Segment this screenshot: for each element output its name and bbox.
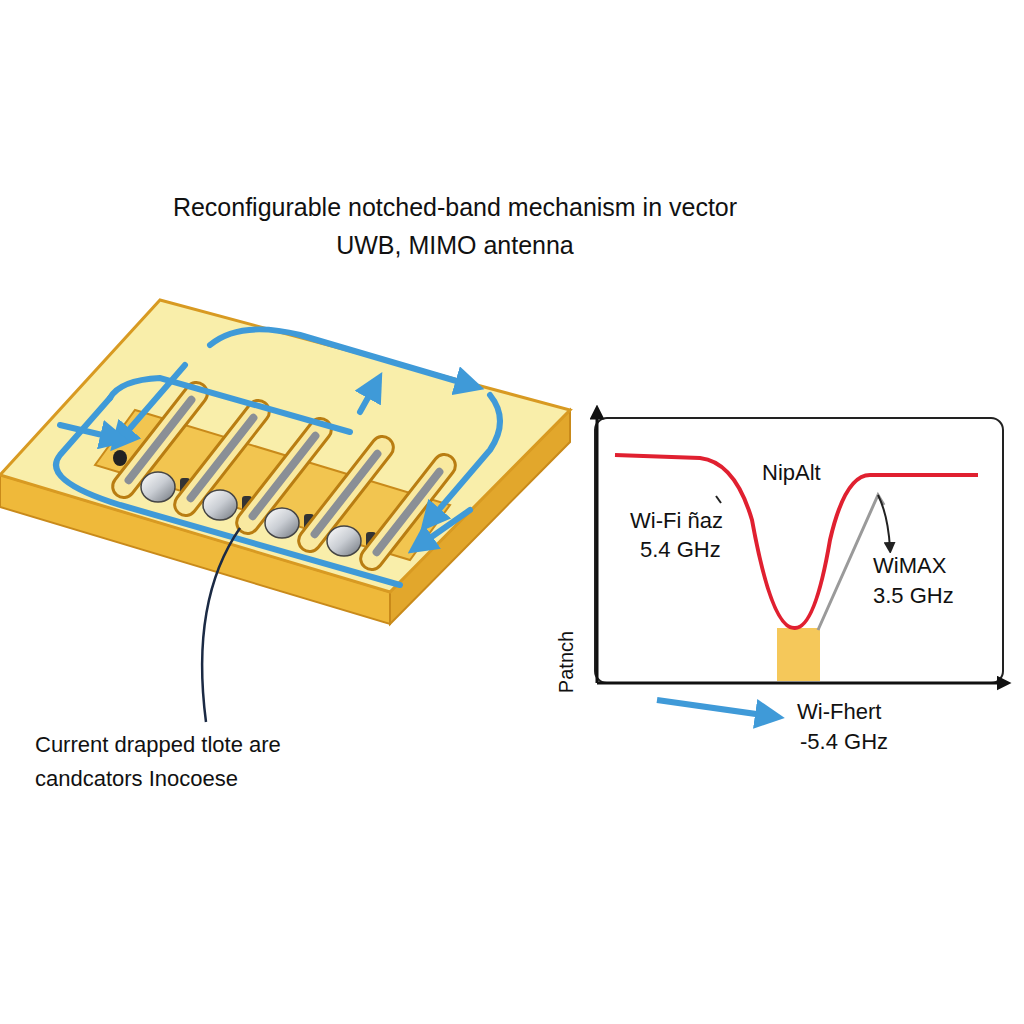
notch-label: NipAlt (760, 460, 823, 486)
axis-label: Patnch (554, 631, 578, 693)
frequency-label: 3.5 GHz (873, 583, 954, 609)
callout-text: Current drapped tlote are candcators Ino… (35, 728, 297, 796)
current-arrows (56, 329, 500, 585)
frequency-label: -5.4 GHz (800, 729, 888, 755)
switch-diode (141, 472, 175, 502)
title: Reconfigurable notched-band mechanism in… (150, 188, 760, 264)
switch-diode (265, 508, 299, 538)
band-arrow (657, 700, 770, 716)
frequency-label: 5.4 GHz (640, 537, 721, 563)
antenna-board (0, 300, 570, 624)
switch-diode (327, 526, 361, 556)
leader-line (202, 528, 240, 722)
band-label: Wi-Fhert (797, 699, 881, 725)
band-label: Wi-Fi ñaz (630, 508, 723, 534)
notch-chart (595, 412, 1004, 683)
band-label: WiMAX (873, 553, 946, 579)
switch-diode (203, 490, 237, 520)
